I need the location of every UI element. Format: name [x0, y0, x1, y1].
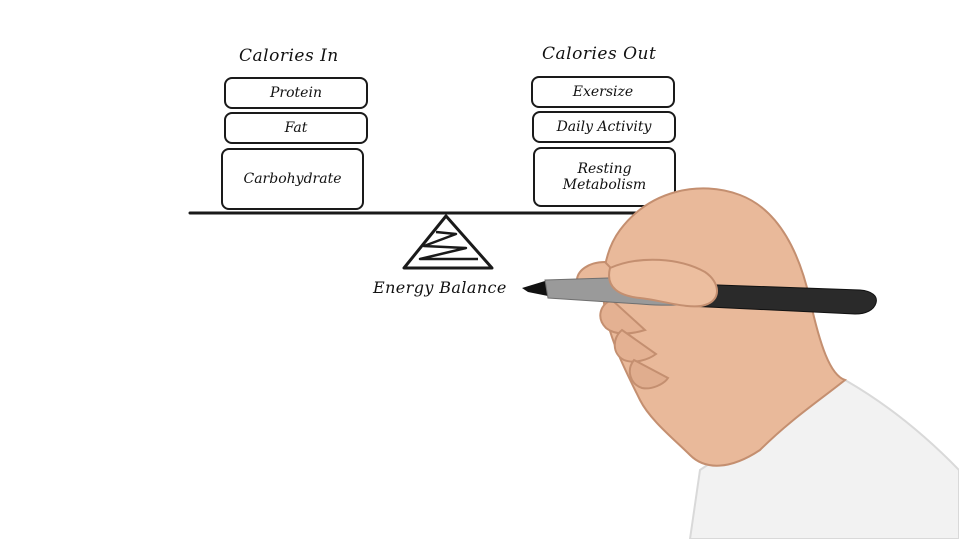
resting-metabolism-label: Resting Metabolism [562, 161, 647, 193]
protein-label: Protein [270, 85, 322, 101]
marker-barrel [687, 283, 877, 315]
daily-activity-label: Daily Activity [556, 119, 652, 135]
exersize-box: Exersize [531, 76, 675, 108]
protein-box: Protein [224, 77, 368, 109]
hand-with-marker-icon [522, 187, 959, 539]
daily-activity-box: Daily Activity [532, 111, 676, 143]
calories-out-heading: Calories Out [542, 44, 657, 64]
calories-in-heading: Calories In [239, 46, 339, 66]
fulcrum-triangle-icon [402, 214, 494, 270]
resting-metabolism-box: Resting Metabolism [533, 147, 676, 207]
hand-finger [628, 358, 670, 390]
hand-thumb [608, 258, 718, 308]
fat-label: Fat [284, 120, 308, 136]
fat-box: Fat [224, 112, 368, 144]
exersize-label: Exersize [572, 84, 634, 100]
carbohydrate-box: Carbohydrate [221, 148, 364, 210]
marker-tip [522, 281, 548, 296]
hand-finger [613, 328, 658, 363]
carbohydrate-label: Carbohydrate [243, 171, 342, 187]
hand-finger [599, 298, 647, 335]
energy-balance-caption: Energy Balance [373, 278, 507, 297]
